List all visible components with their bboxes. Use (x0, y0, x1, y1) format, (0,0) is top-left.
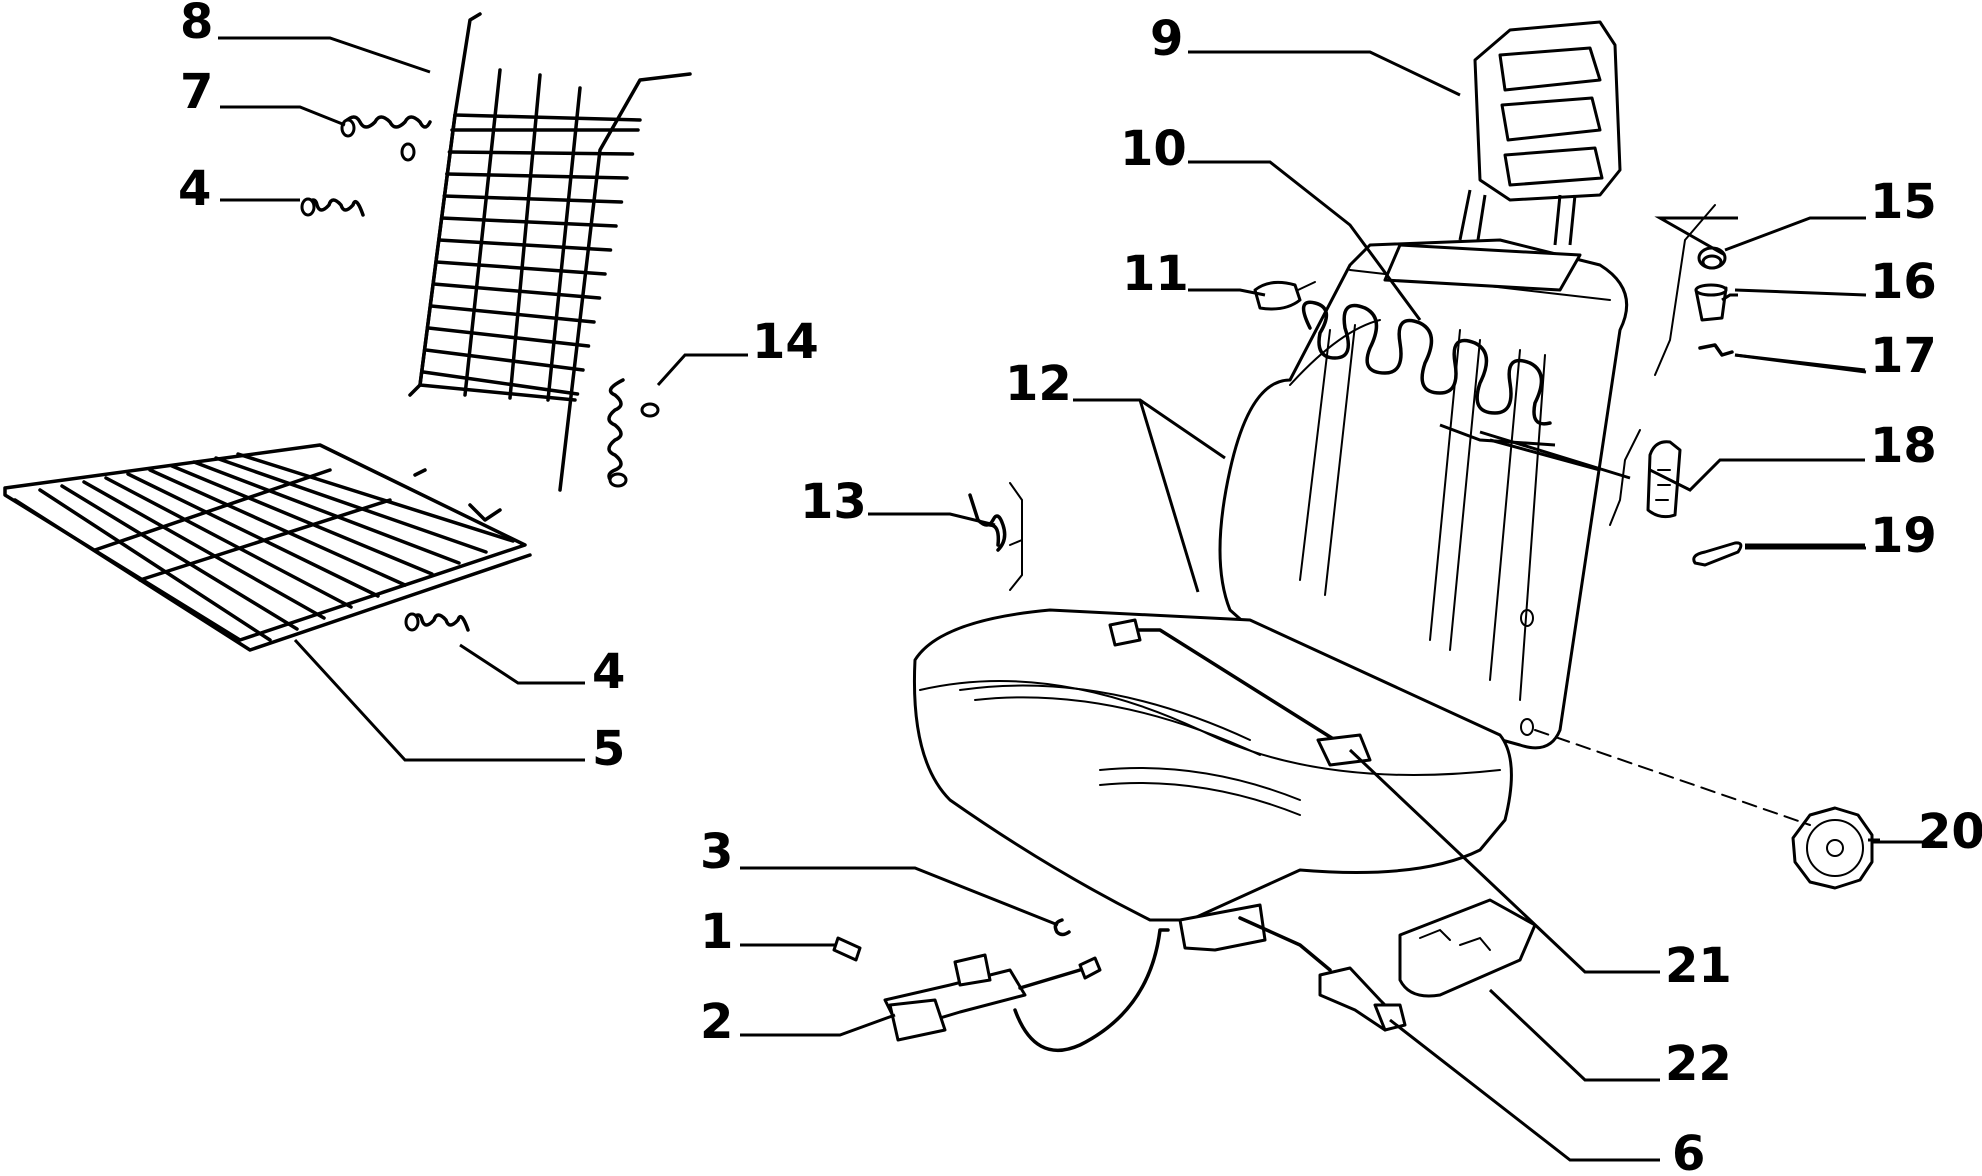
cushion-rung (126, 472, 380, 598)
callout-8: 8 (180, 0, 213, 50)
callout-15: 15 (1870, 174, 1937, 230)
part-15 (1697, 246, 1727, 270)
callout-7: 7 (180, 64, 213, 120)
knob-axis-dashed (1534, 729, 1811, 826)
callout-1: 1 (700, 904, 733, 960)
backrest-rung (442, 194, 624, 204)
leader-15 (1724, 216, 1866, 252)
backrest-rung (426, 326, 591, 348)
leader-16 (1734, 288, 1867, 297)
seat-assembly (912, 238, 1629, 952)
backrest-spring-frame (408, 12, 692, 492)
callout-22: 22 (1665, 1036, 1732, 1092)
callout-10: 10 (1120, 121, 1187, 177)
callout-3: 3 (700, 824, 733, 880)
cushion-rung (82, 480, 326, 620)
part-11-clip (1253, 280, 1316, 311)
spring-4-upper (300, 197, 365, 217)
callout-14: 14 (752, 314, 819, 370)
backrest-rung (439, 216, 618, 228)
cushion-rung (104, 476, 353, 609)
cushion-rung (38, 488, 272, 642)
part-2-adjuster (883, 953, 1102, 1042)
cushion-rung (60, 484, 299, 631)
backrest-rung (447, 150, 635, 156)
part-3-clip (1053, 918, 1071, 937)
cushion-rung (192, 460, 461, 565)
leader-18 (1479, 430, 1631, 480)
lumbar-wave-wire (1301, 300, 1552, 426)
part-20-knob (1791, 806, 1874, 890)
callout-9: 9 (1150, 11, 1183, 67)
leader-lines (218, 36, 1880, 1162)
callout-20: 20 (1918, 804, 1982, 860)
part-1-pin (832, 936, 862, 962)
part-18-bezel (1646, 440, 1682, 519)
leader-17 (1734, 353, 1867, 374)
callout-18: 18 (1870, 418, 1937, 474)
bracket-13 (1009, 482, 1023, 591)
cushion-rung (148, 468, 407, 587)
part-6-handle (1318, 966, 1407, 1032)
spring-14 (607, 378, 660, 488)
callout-6: 6 (1672, 1126, 1705, 1176)
backrest-rung (432, 282, 602, 300)
backrest-rung (421, 370, 580, 396)
spring-4-lower (404, 612, 470, 632)
backrest-rung (445, 172, 629, 180)
callout-12: 12 (1005, 356, 1072, 412)
part-17 (1698, 343, 1734, 357)
part-19 (1692, 541, 1743, 567)
cushion-rung (236, 452, 515, 543)
release-cable (1013, 928, 1170, 1052)
callout-17: 17 (1870, 328, 1937, 384)
part-22-cover (1398, 898, 1537, 998)
callout-5: 5 (592, 721, 625, 777)
backrest-rung (424, 348, 585, 372)
cushion-rung (214, 456, 488, 554)
callout-13: 13 (800, 474, 867, 530)
cushion-rung (170, 464, 434, 576)
callout-16: 16 (1870, 254, 1937, 310)
backrest-rung (429, 304, 596, 324)
callout-19: 19 (1870, 508, 1937, 564)
callout-2: 2 (700, 994, 733, 1050)
bracket-right (1654, 204, 1716, 376)
callout-21: 21 (1665, 938, 1732, 994)
release-cable-2 (1238, 916, 1332, 972)
callout-4-lower: 4 (592, 644, 625, 700)
callout-11: 11 (1122, 246, 1189, 302)
cushion-spring-frame (3, 443, 532, 652)
part-16 (1694, 283, 1728, 322)
headrest (1458, 20, 1622, 246)
callout-4-upper: 4 (178, 161, 211, 217)
spring-7 (340, 115, 432, 162)
bracket-right-lower (1609, 429, 1641, 526)
